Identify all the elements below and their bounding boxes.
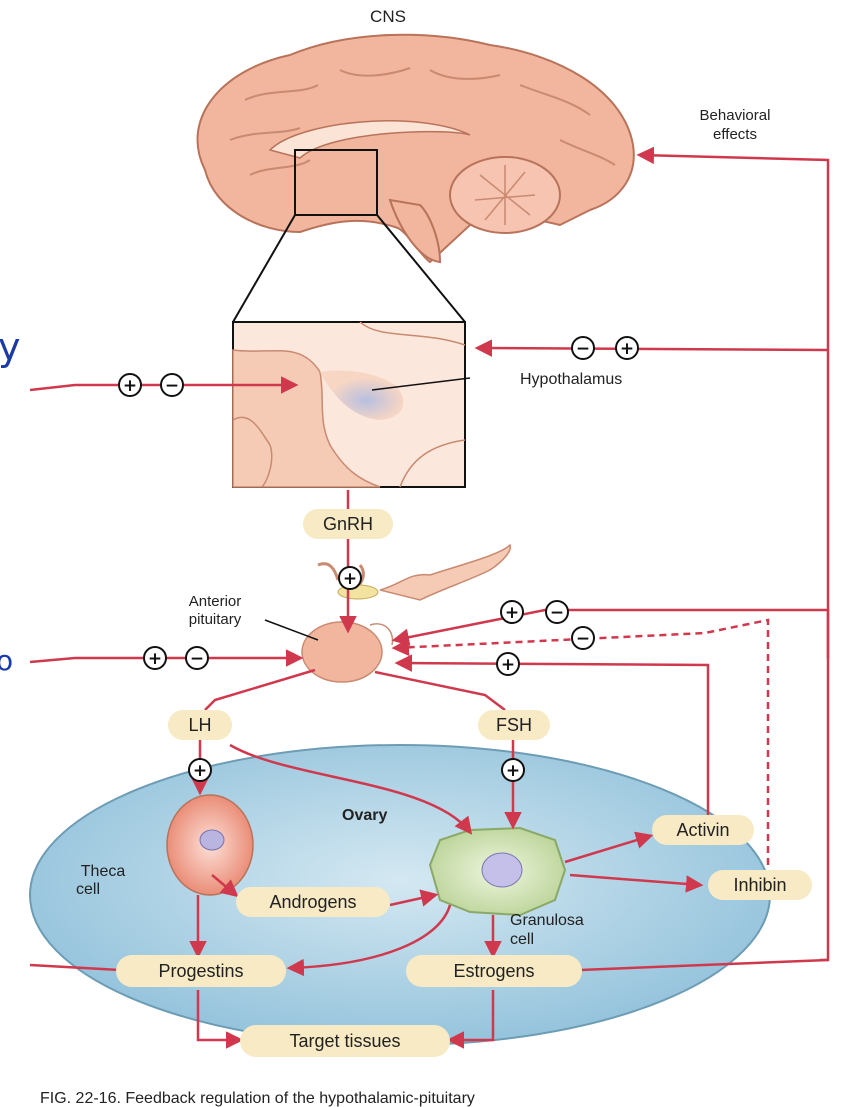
granulosa-label-2: cell — [510, 931, 534, 948]
svg-text:Inhibin: Inhibin — [733, 875, 786, 895]
plus-icon: + — [343, 569, 357, 589]
androgens-pill: Androgens — [236, 887, 390, 917]
svg-text:Androgens: Androgens — [269, 892, 356, 912]
lh-pill: LH — [168, 710, 232, 740]
brain-illustration — [198, 35, 634, 322]
activin-pill: Activin — [652, 815, 754, 845]
plus-icon: + — [620, 339, 634, 359]
plus-icon: + — [506, 761, 520, 781]
figure-caption: FIG. 22-16. Feedback regulation of the h… — [40, 1090, 475, 1107]
anterior-pointer — [265, 620, 318, 640]
behavioral-label-1: Behavioral — [700, 107, 771, 124]
plus-icon: + — [505, 603, 519, 623]
ovary-illustration — [30, 745, 770, 1045]
inhibin-pill: Inhibin — [708, 870, 812, 900]
granulosa-label-1: Granulosa — [510, 912, 584, 929]
fsh-pill: FSH — [478, 710, 550, 740]
minus-icon: − — [165, 376, 179, 396]
svg-text:Estrogens: Estrogens — [453, 961, 534, 981]
svg-text:FSH: FSH — [496, 715, 532, 735]
plus-icon: + — [148, 649, 162, 669]
plus-icon: + — [123, 376, 137, 396]
theca-label-2: cell — [76, 881, 100, 898]
minus-icon: − — [190, 649, 204, 669]
svg-text:Activin: Activin — [676, 820, 729, 840]
theca-label-1: Theca — [81, 863, 126, 880]
svg-text:Target tissues: Target tissues — [289, 1031, 400, 1051]
minus-icon: − — [576, 339, 590, 359]
behavioral-label-2: effects — [713, 126, 757, 143]
pituitary-illustration — [302, 545, 510, 682]
ovary-label: Ovary — [342, 807, 387, 824]
hypothalamus-box — [233, 322, 470, 487]
minus-icon: − — [576, 629, 590, 649]
gnrh-pill: GnRH — [303, 509, 393, 539]
hypothalamus-label: Hypothalamus — [520, 371, 622, 388]
target-tissues-pill: Target tissues — [240, 1025, 450, 1057]
estrogens-pill: Estrogens — [406, 955, 582, 987]
svg-text:LH: LH — [188, 715, 211, 735]
plus-icon: + — [501, 655, 515, 675]
anterior-label-2: pituitary — [189, 611, 242, 628]
anterior-label-1: Anterior — [189, 593, 242, 610]
side-letter-upper: y — [0, 325, 21, 369]
minus-icon: − — [550, 603, 564, 623]
cns-label: CNS — [370, 7, 406, 26]
svg-text:Progestins: Progestins — [158, 961, 243, 981]
svg-text:GnRH: GnRH — [323, 514, 373, 534]
progestins-pill: Progestins — [116, 955, 286, 987]
plus-icon: + — [193, 761, 207, 781]
side-letter-lower: o — [0, 644, 13, 677]
